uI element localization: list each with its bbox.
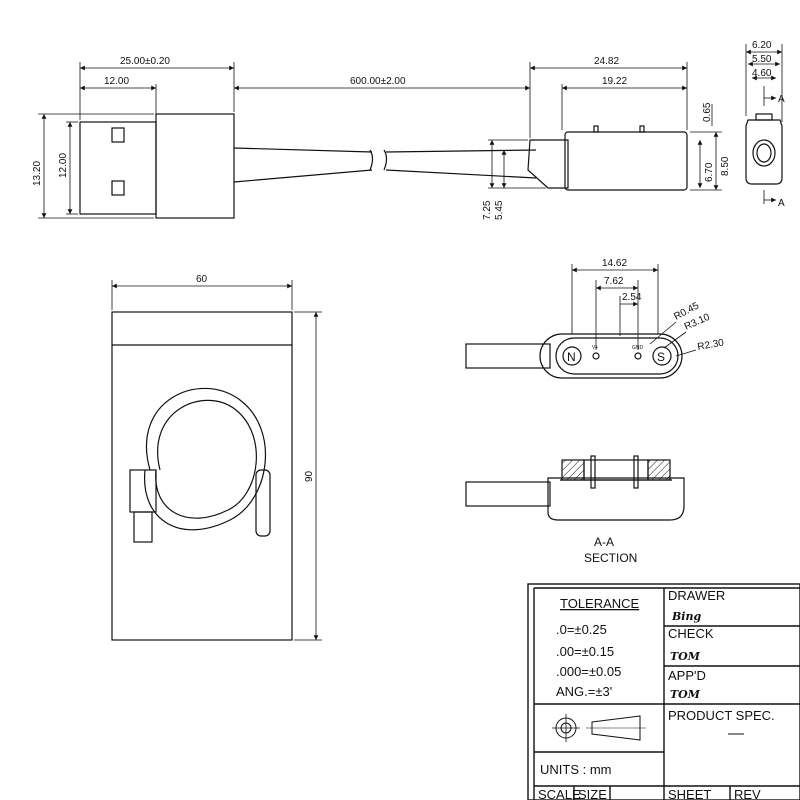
cable-bottom xyxy=(233,169,537,183)
dim-w-mid: 5.50 xyxy=(752,54,772,65)
top-view-dim-labels: 25.00±0.20 12.00 600.00±2.00 24.82 19.22… xyxy=(32,56,731,220)
tolerance-4: ANG.=±3' xyxy=(556,684,612,699)
pin-gnd-label: GND xyxy=(632,345,644,351)
pin-gnd xyxy=(634,352,642,360)
section-marker-top: A xyxy=(778,94,785,105)
dim-r-large: R2.30 xyxy=(697,337,726,353)
dim-head-inner: 19.22 xyxy=(602,76,627,87)
side-round-hole xyxy=(752,139,776,167)
dim-head-length: 24.82 xyxy=(594,56,619,67)
title-block-text: TOLERANCE .0=±0.25 .00=±0.15 .000=±0.05 … xyxy=(538,588,775,800)
face-head-outer xyxy=(539,333,683,379)
top-view xyxy=(38,62,722,219)
size-label: SIZE xyxy=(578,787,607,800)
package-head xyxy=(255,469,271,537)
pole-s-circle xyxy=(652,346,672,366)
tolerance-header: TOLERANCE xyxy=(560,596,640,611)
dim-face-pitch: 2.54 xyxy=(622,292,642,303)
usb-slot-lower xyxy=(111,180,125,196)
usb-slot-upper xyxy=(111,127,125,143)
section-pin-right xyxy=(633,455,639,489)
dim-face-span: 14.62 xyxy=(602,258,627,269)
package-outline xyxy=(111,311,293,641)
title-block xyxy=(527,583,800,800)
cable-break xyxy=(369,149,388,171)
package-view xyxy=(111,280,322,641)
pole-s-label: S xyxy=(657,350,665,364)
coiled-cable xyxy=(144,387,266,531)
projection-cone xyxy=(591,715,641,741)
check-label: CHECK xyxy=(668,626,714,641)
units-label: UNITS : mm xyxy=(540,762,612,777)
face-head-inner xyxy=(555,337,679,375)
head-nose xyxy=(527,139,569,189)
dim-pin-height: 0.65 xyxy=(702,102,713,122)
head-body xyxy=(564,131,688,191)
face-view xyxy=(465,264,697,379)
dim-head-8-50: 8.50 xyxy=(720,156,731,176)
drawer-signature: Bing xyxy=(671,610,701,623)
sheet-label: SHEET xyxy=(668,787,711,800)
rev-label: REV xyxy=(734,787,761,800)
pin-vplus xyxy=(592,352,600,360)
dim-head-5-45: 5.45 xyxy=(494,200,505,220)
package-usb-housing xyxy=(129,469,157,513)
section-cable xyxy=(465,481,551,507)
section-subtitle: SECTION xyxy=(584,551,637,565)
section-marker-bottom: A xyxy=(778,198,785,209)
package-usb-plug xyxy=(133,511,153,543)
dim-package-height: 90 xyxy=(304,470,315,482)
side-view-labels: 6.20 5.50 4.60 A A xyxy=(752,40,785,209)
scale-label: SCALE xyxy=(538,787,581,800)
cable-top xyxy=(233,147,537,153)
section-hatch-left xyxy=(561,459,585,481)
drawer-label: DRAWER xyxy=(668,588,725,603)
section-hatch-right xyxy=(647,459,671,481)
tolerance-2: .00=±0.15 xyxy=(556,644,614,659)
dim-usb-length: 25.00±0.20 xyxy=(120,56,170,67)
section-view-labels: A-A SECTION xyxy=(584,535,637,565)
dim-plug-height: 13.20 xyxy=(32,161,43,186)
pole-n-circle xyxy=(562,346,582,366)
head-pin-left xyxy=(593,125,599,133)
dim-face-mid: 7.62 xyxy=(604,276,624,287)
dim-head-6-70: 6.70 xyxy=(704,162,715,182)
pin-vplus-label: V+ xyxy=(592,345,598,351)
usb-plug-metal xyxy=(79,121,157,215)
package-view-labels: 60 90 xyxy=(196,274,315,482)
check-signature: TOM xyxy=(670,650,701,663)
usb-housing xyxy=(155,113,235,219)
side-body xyxy=(745,119,783,185)
face-view-labels: 14.62 7.62 2.54 R0.45 R3.10 R2.30 N S V+… xyxy=(567,258,725,364)
dim-cable-length: 600.00±2.00 xyxy=(350,76,406,87)
appd-label: APP'D xyxy=(668,668,706,683)
side-round-hole-inner xyxy=(756,143,772,163)
section-pin-left xyxy=(590,455,596,489)
dim-package-width: 60 xyxy=(196,274,208,285)
appd-signature: TOM xyxy=(670,688,701,701)
tolerance-1: .0=±0.25 xyxy=(556,622,607,637)
dim-head-7-25: 7.25 xyxy=(482,200,493,220)
side-top-tab xyxy=(755,113,773,121)
section-view xyxy=(465,455,685,521)
pole-n-label: N xyxy=(567,350,576,364)
product-spec-label: PRODUCT SPEC. xyxy=(668,708,775,723)
head-pin-right xyxy=(639,125,645,133)
tolerance-3: .000=±0.05 xyxy=(556,664,621,679)
face-cable xyxy=(465,343,551,369)
dim-w-inner: 4.60 xyxy=(752,68,772,79)
section-housing xyxy=(547,477,685,521)
dim-usb-plug: 12.00 xyxy=(104,76,129,87)
dim-plug-inner-height: 12.00 xyxy=(58,153,69,178)
dim-w-total: 6.20 xyxy=(752,40,772,51)
side-view xyxy=(745,44,783,204)
section-title: A-A xyxy=(594,535,614,549)
